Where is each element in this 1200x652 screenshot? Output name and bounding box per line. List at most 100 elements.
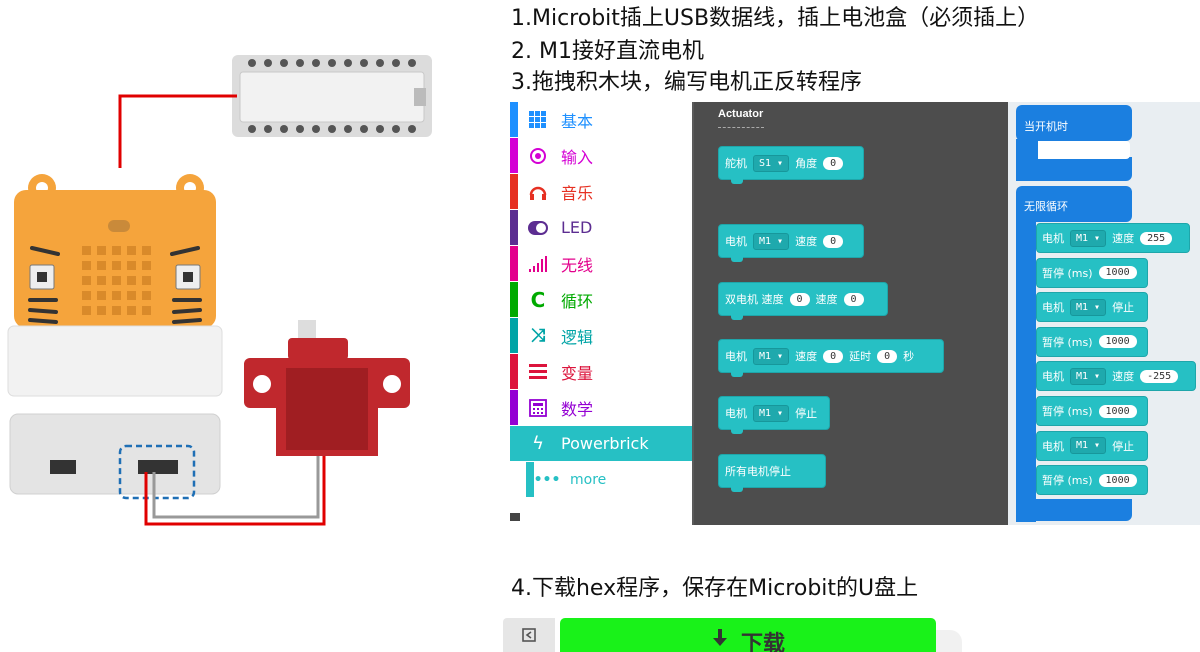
block-text: 停止: [1112, 301, 1135, 315]
workspace-block-7[interactable]: 暂停 (ms) 1000: [1036, 465, 1148, 496]
palette-color-bar: [510, 246, 518, 281]
port-highlight: [118, 444, 196, 500]
palette-item-label: 循环: [561, 291, 594, 311]
block-number-input[interactable]: 255: [1140, 231, 1173, 245]
block-number-input[interactable]: 1000: [1098, 266, 1137, 280]
palette-item-2[interactable]: 音乐: [510, 174, 692, 210]
block-text: 速度: [1112, 232, 1135, 245]
block-dropdown[interactable]: M1 ▾: [1070, 229, 1107, 247]
flyout-title-underline: [718, 127, 764, 128]
download-button-edge: [936, 630, 962, 652]
block-text: 电机: [725, 407, 747, 420]
flyout-block-5[interactable]: 所有电机停止: [718, 454, 826, 492]
forever-footer: [1016, 499, 1132, 521]
block-number-input[interactable]: -255: [1140, 369, 1179, 383]
block-number-input[interactable]: 0: [823, 234, 844, 248]
step-3-text: 3.拖拽积木块，编写电机正反转程序: [511, 70, 862, 95]
palette-item-label: 音乐: [561, 183, 594, 203]
palette-item-label: Powerbrick: [561, 434, 649, 453]
block-text: 角度: [795, 157, 818, 170]
palette-item-4[interactable]: 无线: [510, 246, 692, 282]
block-text: 速度: [795, 350, 818, 363]
block-dropdown[interactable]: M1 ▾: [1070, 437, 1107, 455]
palette-item-3[interactable]: LED: [510, 210, 692, 246]
battery-box-image: [9, 413, 221, 500]
block-dropdown[interactable]: M1 ▾: [753, 232, 790, 250]
block-text: 秒: [903, 350, 915, 363]
block-dropdown[interactable]: S1 ▾: [753, 154, 790, 172]
palette-item-7[interactable]: 变量: [510, 354, 692, 390]
collapse-icon: [522, 628, 536, 642]
refresh-icon: C: [530, 287, 546, 312]
motor-grey-wire: [152, 420, 320, 519]
block-number-input[interactable]: 0: [823, 349, 844, 363]
palette-item-more[interactable]: ••• more: [510, 462, 692, 498]
flyout-title: Actuator: [718, 108, 764, 120]
workspace-block-1[interactable]: 暂停 (ms)1000: [1036, 257, 1148, 288]
flyout-block-0[interactable]: 舵机 S1 ▾ 角度 0: [718, 146, 864, 184]
block-text: 暂停 (ms): [1042, 335, 1093, 349]
palette-item-label: more: [570, 471, 607, 488]
palette-item-powerbrick[interactable]: ϟ Powerbrick: [510, 426, 692, 462]
block-number-input[interactable]: 0: [823, 156, 844, 170]
palette-item-6[interactable]: ⤨ 逻辑: [510, 318, 692, 354]
on-start-label: 当开机时: [1024, 120, 1068, 133]
palette-color-bar: [510, 318, 518, 353]
forever-label: 无限循环: [1024, 200, 1068, 213]
workspace-block-3[interactable]: 暂停 (ms) 1000: [1036, 326, 1148, 357]
motor-red-wire: [144, 420, 326, 526]
battery-wire: [118, 94, 237, 168]
block-text: 电机: [1042, 232, 1064, 245]
collapse-button[interactable]: [503, 618, 555, 652]
block-notch: [731, 179, 743, 184]
block-number-input[interactable]: 1000: [1098, 404, 1137, 418]
palette-item-0[interactable]: 基本: [510, 102, 692, 138]
block-number-input[interactable]: 1000: [1098, 473, 1137, 487]
block-dropdown[interactable]: M1 ▾: [753, 404, 790, 422]
palette-item-8[interactable]: 数学: [510, 390, 692, 426]
block-dropdown[interactable]: M1 ▾: [753, 347, 790, 365]
palette-color-bar: [510, 390, 518, 425]
palette-item-label: LED: [561, 218, 593, 237]
palette-item-1[interactable]: 输入: [510, 138, 692, 174]
palette-marker: [510, 513, 520, 521]
block-dropdown[interactable]: M1 ▾: [1070, 367, 1107, 385]
block-text: 暂停 (ms): [1042, 405, 1093, 418]
workspace-block-0[interactable]: 电机 M1 ▾ 速度 255: [1036, 223, 1190, 253]
block-notch: [731, 372, 743, 377]
download-button[interactable]: 下载: [560, 618, 936, 652]
palette-color-bar: [510, 138, 518, 173]
block-text: 舵机: [725, 157, 747, 170]
microbit-board-image: [7, 174, 223, 397]
on-start-block[interactable]: 当开机时: [1016, 105, 1132, 141]
toggle-icon: [527, 220, 549, 235]
battery-holder-image: [232, 55, 432, 137]
list-icon: [527, 363, 549, 380]
palette-color-bar: [510, 210, 518, 245]
block-number-input[interactable]: 0: [789, 292, 810, 306]
block-dropdown[interactable]: M1 ▾: [1070, 298, 1107, 316]
dc-motor-image: [244, 320, 410, 456]
block-number-input[interactable]: 0: [877, 349, 898, 363]
block-text: 所有电机停止: [725, 465, 791, 478]
block-number-input[interactable]: 0: [843, 292, 864, 306]
block-text: 暂停 (ms): [1042, 474, 1093, 488]
palette-item-label: 无线: [561, 255, 594, 275]
palette-item-label: 变量: [561, 363, 594, 383]
download-label: 下载: [740, 632, 785, 652]
palette-color-bar: [510, 282, 518, 317]
block-number-input[interactable]: 1000: [1098, 335, 1137, 349]
block-text: 速度: [815, 293, 838, 306]
workspace-block-5[interactable]: 暂停 (ms) 1000: [1036, 396, 1148, 426]
calculator-icon: [527, 398, 549, 417]
palette-item-5[interactable]: C 循环: [510, 282, 692, 318]
block-text: 速度: [795, 235, 818, 248]
